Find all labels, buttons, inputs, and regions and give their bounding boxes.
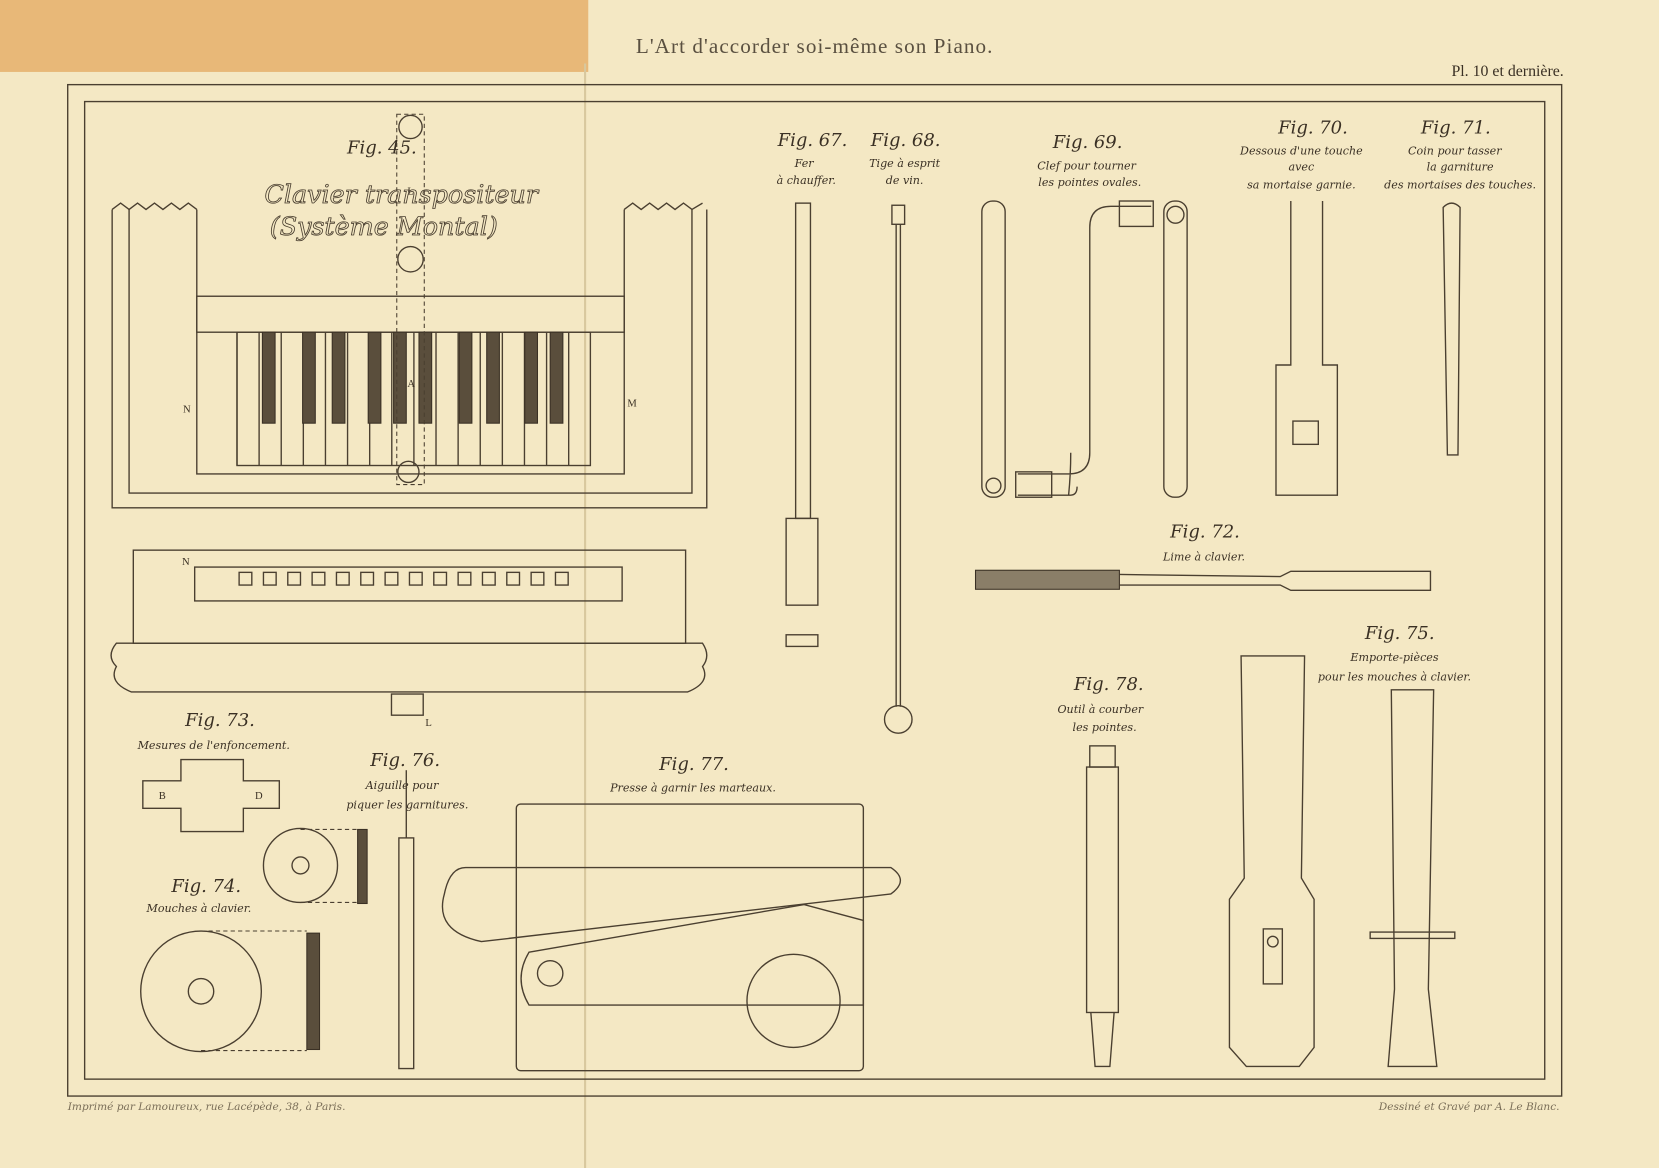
key-profile (408, 571, 423, 586)
key-profile (506, 571, 521, 586)
fig-caption: les pointes. (1073, 721, 1137, 734)
fig-caption: piquer les garnitures. (346, 798, 468, 811)
fig-number: Fig. 78. (1073, 674, 1144, 695)
black-key (524, 331, 539, 424)
printer-credit: Imprimé par Lamoureux, rue Lacépède, 38,… (67, 1101, 346, 1113)
fig-caption: sa mortaise garnie. (1247, 178, 1356, 191)
key-profile (360, 571, 375, 586)
fig-caption: à chauffer. (777, 174, 836, 187)
key-profile (433, 571, 448, 586)
fig-number: Fig. 70. (1277, 117, 1348, 138)
fig-caption: la garniture (1427, 160, 1494, 173)
figure-78-bending-tool: Fig. 78. Outil à courber les pointes. (1057, 674, 1144, 1068)
outer-border (67, 83, 1563, 1097)
key-profile (457, 571, 472, 586)
key-profile (287, 571, 302, 586)
fig-caption: (Système Montal) (270, 211, 498, 241)
fig-number: Fig. 68. (870, 130, 941, 151)
fig-caption: Lime à clavier. (1162, 551, 1245, 564)
key-profile (335, 571, 350, 586)
fig-number: Fig. 75. (1364, 623, 1435, 644)
label-B: B (159, 791, 166, 802)
fig-caption: Fer (794, 157, 815, 170)
figure-76-needle: Fig. 76. Aiguille pour piquer les garnit… (346, 750, 468, 1070)
fig-number: Fig. 67. (777, 130, 848, 151)
figure-70-key-underside: Fig. 70. Dessous d'une touche avec sa mo… (1239, 117, 1363, 496)
fig-caption: Emporte-pièces (1349, 651, 1438, 664)
figure-69-key: Fig. 69. Clef pour tourner les pointes o… (981, 132, 1188, 498)
key-profile (530, 571, 545, 586)
label-A: A (407, 379, 415, 390)
figure-71-wedge: Fig. 71. Coin pour tasser la garniture d… (1384, 117, 1536, 456)
black-key (458, 331, 473, 424)
fig-caption: Dessous d'une touche (1239, 144, 1363, 157)
fig-caption: Coin pour tasser (1408, 144, 1502, 157)
tape-strip (0, 0, 589, 72)
fig-caption: Mouches à clavier. (145, 902, 251, 915)
fig-number: Fig. 45. (346, 137, 417, 158)
key-profile (384, 571, 399, 586)
fig-number: Fig. 72. (1169, 521, 1240, 542)
plate-number: Pl. 10 et dernière. (1451, 63, 1563, 80)
fig-caption: Outil à courber (1057, 703, 1143, 716)
figure-68-spirit-rod: Fig. 68. Tige à esprit de vin. (869, 130, 941, 734)
engraver-credit: Dessiné et Gravé par A. Le Blanc. (1378, 1101, 1560, 1113)
key-profile (311, 571, 326, 586)
fig-caption: pour les mouches à clavier. (1318, 670, 1471, 683)
black-key (549, 331, 564, 424)
fig-caption: Presse à garnir les marteaux. (609, 781, 776, 794)
figure-45-keyboard: Fig. 45. Clavier transpositeur (Système … (110, 113, 708, 729)
fig-caption: Mesures de l'enfoncement. (137, 739, 290, 752)
key-profile (554, 571, 569, 586)
label-L: L (425, 718, 431, 729)
label-D: D (255, 791, 263, 802)
fig-caption: avec (1289, 160, 1315, 173)
fig-caption: Clef pour tourner (1037, 159, 1136, 172)
black-key (418, 331, 433, 424)
fig-number: Fig. 69. (1052, 132, 1123, 153)
label-N: N (182, 557, 190, 568)
fig-number: Fig. 77. (658, 754, 729, 775)
key-profile (262, 571, 277, 586)
key-profile (481, 571, 496, 586)
black-key (393, 331, 407, 424)
figure-72-file: Fig. 72. Lime à clavier. (974, 521, 1432, 592)
key-profile (238, 571, 253, 586)
fig-caption: Aiguille pour (365, 779, 439, 792)
black-key (486, 331, 500, 424)
fig-number: Fig. 74. (170, 876, 241, 897)
black-key (367, 331, 382, 424)
fig-caption: Tige à esprit (869, 157, 940, 170)
figure-74-punches: Fig. 74. Mouches à clavier. (140, 827, 368, 1053)
fig-caption: les pointes ovales. (1038, 176, 1141, 189)
fig-caption: de vin. (886, 174, 924, 187)
black-key (302, 331, 316, 424)
label-M: M (627, 398, 637, 409)
inner-border (83, 100, 1546, 1080)
fig-caption: Clavier transpositeur (265, 179, 540, 209)
fig-number: Fig. 73. (184, 710, 255, 731)
figure-73-measures: Fig. 73. Mesures de l'enfoncement. B D (137, 710, 290, 833)
fig-caption: des mortaises des touches. (1384, 178, 1536, 191)
figure-67-heating-iron: Fig. 67. Fer à chauffer. (777, 130, 848, 648)
label-L: L (407, 187, 413, 198)
black-key (331, 331, 346, 424)
label-N: N (183, 405, 191, 416)
black-key (261, 331, 276, 424)
figure-77-press: Fig. 77. Presse à garnir les marteaux. (441, 754, 902, 1072)
book-title: L'Art d'accorder soi-même son Piano. (636, 34, 994, 58)
figure-75-punch-tools: Fig. 75. Emporte-pièces pour les mouches… (1228, 623, 1471, 1068)
fig-number: Fig. 71. (1420, 117, 1491, 138)
fig-number: Fig. 76. (369, 750, 440, 771)
